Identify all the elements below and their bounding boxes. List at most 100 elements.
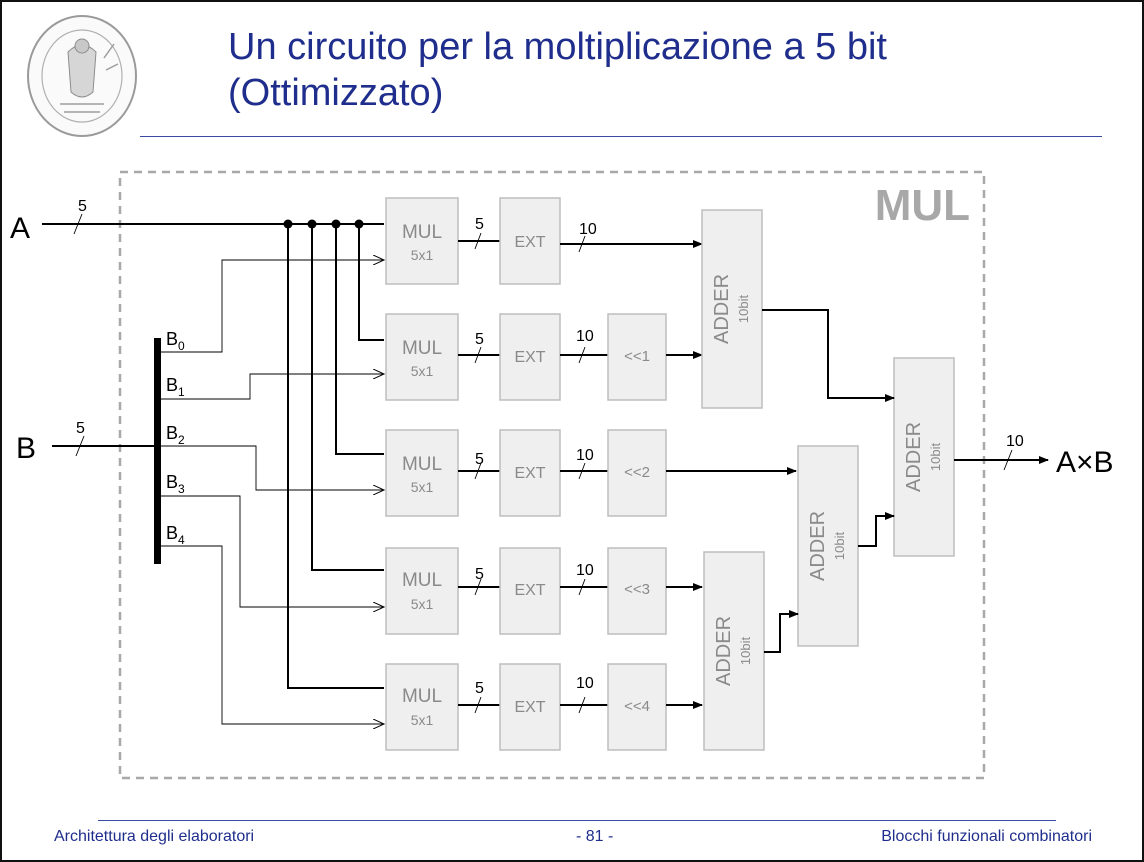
adder-label: ADDER	[903, 422, 925, 492]
b-bit-label-2: B2	[166, 423, 185, 447]
adder-block	[701, 209, 763, 409]
wire-width: 5	[475, 680, 484, 697]
b-bit-wires	[161, 260, 384, 724]
b1-wire	[161, 374, 384, 400]
row-3: MUL 5x1 5 EXT 10 <<2	[385, 429, 797, 517]
shift-block	[607, 663, 667, 751]
title-line-2: (Ottimizzato)	[228, 72, 444, 114]
wire-width: 10	[576, 675, 594, 692]
a-wire-row4	[311, 224, 384, 571]
width-slash	[474, 346, 482, 364]
shift-block	[607, 313, 667, 401]
ext-block	[499, 197, 561, 285]
adder-label: ADDER	[713, 616, 735, 686]
adder-middle: ADDER 10bit	[797, 445, 859, 647]
ext-block	[499, 429, 561, 517]
university-seal-logo	[27, 15, 137, 137]
shift-label: <<3	[624, 581, 650, 598]
ext-block	[499, 547, 561, 635]
title-line-1: Un circuito per la moltiplicazione a 5 b…	[228, 26, 887, 68]
b3-wire	[161, 495, 384, 607]
b-bit-labels: B0 B1 B2 B3 B4	[166, 329, 185, 547]
mul-label: MUL	[402, 686, 442, 707]
adder-bottom-to-middle	[764, 610, 799, 653]
output-label: A×B	[1056, 446, 1114, 479]
output-width-slash	[1003, 449, 1013, 471]
slide-title: Un circuito per la moltiplicazione a 5 b…	[228, 24, 1108, 116]
a-taps	[283, 219, 384, 689]
width-slash	[474, 696, 482, 714]
row-2: MUL 5x1 5 EXT 10 <<1	[385, 313, 703, 401]
ext-label: EXT	[514, 582, 545, 599]
wire-width: 10	[576, 447, 594, 464]
adder-top-to-final	[762, 309, 895, 402]
adder-width: 10bit	[832, 532, 847, 561]
wire-width: 10	[576, 328, 594, 345]
output-width: 10	[1006, 433, 1024, 450]
mul-size: 5x1	[411, 363, 434, 379]
b-bit-label-4: B4	[166, 523, 185, 547]
b4-wire	[161, 545, 384, 724]
mul5x1-block	[385, 429, 459, 517]
bus-b-width-slash	[75, 435, 85, 457]
b-splitter-bar	[154, 338, 161, 564]
wire-width: 5	[475, 451, 484, 468]
width-slash	[474, 578, 482, 596]
shift-label: <<1	[624, 348, 650, 365]
bus-a-width-slash	[73, 213, 83, 235]
row-1: MUL 5x1 5 EXT 10	[385, 197, 703, 285]
mul-module-border	[118, 170, 986, 780]
input-a-label: A	[10, 212, 30, 245]
adder-width: 10bit	[738, 637, 753, 666]
ext-block	[499, 313, 561, 401]
width-slash	[578, 462, 586, 480]
a-wire-row5	[287, 224, 384, 689]
adder-top: ADDER 10bit	[701, 209, 763, 409]
title-divider	[140, 136, 1102, 137]
ext-label: EXT	[514, 699, 545, 716]
shift-block	[607, 547, 667, 635]
footer-course: Architettura degli elaboratori	[54, 828, 255, 845]
ext-label: EXT	[514, 349, 545, 366]
mul-label: MUL	[402, 338, 442, 359]
mul-label: MUL	[402, 222, 442, 243]
mul5x1-block	[385, 547, 459, 635]
row-4: MUL 5x1 5 EXT 10 <<3	[385, 547, 703, 635]
adder-final: ADDER 10bit	[893, 357, 955, 557]
wire-width: 5	[475, 331, 484, 348]
width-slash	[578, 578, 586, 596]
adder-bottom: ADDER 10bit	[703, 551, 765, 751]
input-b-label: B	[16, 432, 36, 465]
mul-size: 5x1	[411, 596, 434, 612]
width-slash	[474, 462, 482, 480]
wire-width: 10	[579, 221, 597, 238]
mul-size: 5x1	[411, 712, 434, 728]
mul-module-label: MUL	[875, 181, 970, 230]
mul5x1-block	[385, 197, 459, 285]
b0-wire	[161, 260, 384, 353]
ext-label: EXT	[514, 465, 545, 482]
b-bit-label-1: B1	[166, 375, 185, 399]
mul-size: 5x1	[411, 247, 434, 263]
adder-label: ADDER	[711, 274, 733, 344]
row-5: MUL 5x1 5 EXT 10 <<4	[385, 663, 703, 751]
wire-width: 5	[475, 216, 484, 233]
mul5x1-block	[385, 663, 459, 751]
adder-middle-to-final	[858, 512, 895, 547]
mul-label: MUL	[402, 454, 442, 475]
adder-block	[797, 445, 859, 647]
adder-block	[703, 551, 765, 751]
b2-wire	[161, 445, 384, 490]
shift-block	[607, 429, 667, 517]
adder-block	[893, 357, 955, 557]
adder-label: ADDER	[807, 511, 829, 581]
width-slash	[578, 696, 586, 714]
b-bit-label-0: B0	[166, 329, 185, 353]
mul5x1-block	[385, 313, 459, 401]
shift-label: <<4	[624, 698, 650, 715]
mul-label: MUL	[402, 570, 442, 591]
wire-width: 5	[475, 566, 484, 583]
ext-label: EXT	[514, 234, 545, 251]
